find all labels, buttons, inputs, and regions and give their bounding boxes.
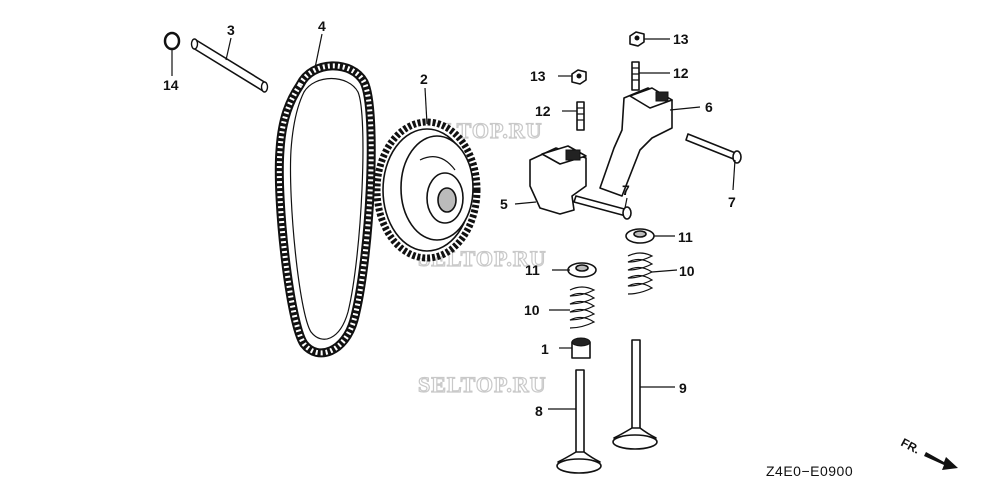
part-13-nut-b (629, 31, 645, 47)
part-5-rocker-arm (529, 145, 587, 215)
leader-lines (171, 33, 736, 410)
part-14-ring (163, 31, 181, 51)
callout-10-b: 10 (679, 263, 695, 279)
callout-12-b: 12 (673, 65, 689, 81)
callout-13-b: 13 (673, 31, 689, 47)
callout-1: 1 (541, 341, 549, 357)
part-1-stem-seal (571, 337, 591, 359)
part-4-timing-belt (274, 61, 376, 358)
callout-2: 2 (420, 71, 428, 87)
part-3-shaft (190, 38, 269, 93)
part-10-spring-b (627, 252, 654, 295)
part-12-screw-b (631, 61, 640, 91)
callout-11-b: 11 (678, 229, 693, 245)
part-11-retainer-a (567, 262, 597, 278)
part-8-valve (556, 369, 602, 474)
watermark-bottom: SELTOP.RU (418, 372, 547, 397)
part-11-retainer-b (625, 228, 655, 244)
callout-3: 3 (227, 22, 235, 38)
part-12-screw-a (576, 101, 585, 131)
part-7-pin-b (685, 133, 742, 164)
callout-7-a: 7 (622, 182, 630, 198)
callout-14: 14 (163, 77, 179, 93)
callout-12-a: 12 (535, 103, 551, 119)
part-9-valve (612, 339, 658, 450)
part-2-cam-pulley (373, 118, 481, 262)
callout-8: 8 (535, 403, 543, 419)
callout-11-a: 11 (525, 262, 540, 278)
front-label: FR. (899, 435, 923, 456)
callout-5: 5 (500, 196, 508, 212)
drawing-code: Z4E0−E0900 (766, 463, 853, 479)
part-6-rocker-arm (599, 87, 673, 197)
callout-9: 9 (679, 380, 687, 396)
part-10-spring-a (569, 286, 596, 329)
callout-10-a: 10 (524, 302, 540, 318)
front-direction-indicator: FR. (899, 435, 958, 470)
callout-13-a: 13 (530, 68, 546, 84)
part-13-nut-a (571, 69, 587, 85)
callout-6: 6 (705, 99, 713, 115)
callout-7-b: 7 (728, 194, 736, 210)
callout-4: 4 (318, 18, 326, 34)
part-7-pin-a (573, 195, 632, 220)
